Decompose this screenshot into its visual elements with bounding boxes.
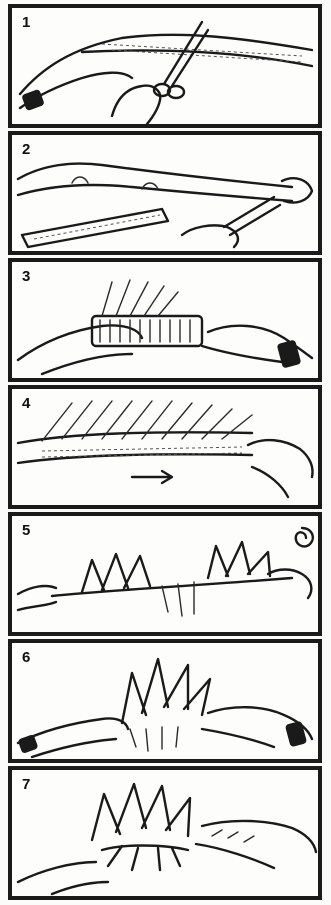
flower-petals [122, 659, 210, 723]
wristband-icon [277, 340, 301, 368]
step-6-illustration [12, 643, 318, 759]
step-4-illustration [12, 389, 318, 505]
garland-stem [52, 578, 292, 596]
wristband-icon [285, 721, 306, 746]
step-1-illustration [12, 8, 318, 124]
flower-petals [92, 784, 190, 840]
step-7-illustration [12, 770, 318, 896]
leaf-bundle [92, 316, 202, 346]
leaf-strip [22, 209, 168, 247]
step-5-illustration [12, 516, 318, 632]
step-panel-6: 6 [8, 639, 322, 763]
wristband-icon [18, 735, 38, 754]
step-2-illustration [12, 135, 318, 251]
step-panel-3: 3 [8, 258, 322, 382]
step-panel-4: 4 [8, 385, 322, 509]
step-3-illustration [12, 262, 318, 378]
step-panel-1: 1 [8, 4, 322, 128]
step-panel-7: 7 [8, 766, 322, 900]
spiral-icon [296, 528, 313, 546]
wristband-icon [22, 89, 44, 110]
step-panel-5: 5 [8, 512, 322, 636]
step-panel-2: 2 [8, 131, 322, 255]
